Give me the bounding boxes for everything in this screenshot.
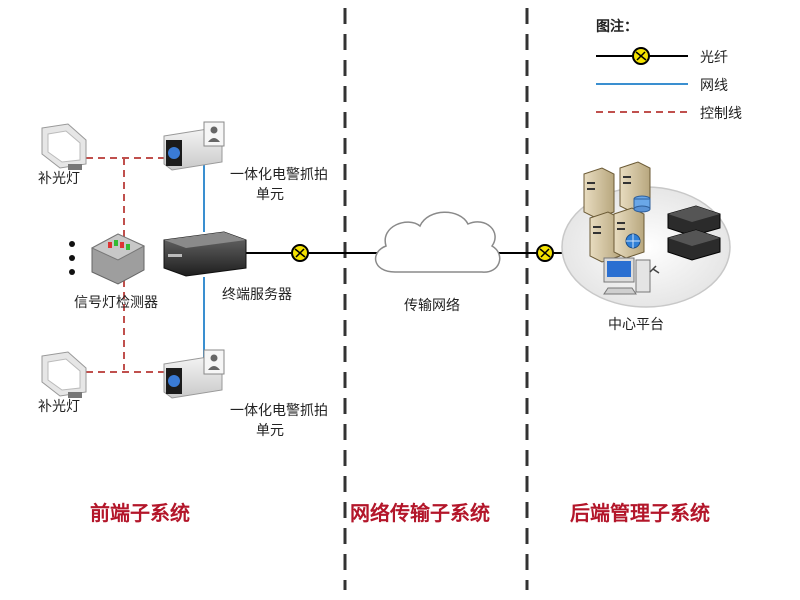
camera-label: 单元 (256, 423, 284, 439)
fill-light-label: 补光灯 (38, 399, 80, 415)
section-title-network: 网络传输子系统 (350, 501, 490, 525)
legend-title: 图注： (596, 19, 638, 35)
signal-detector-icon (90, 233, 146, 285)
legend-label-network: 网线 (700, 78, 728, 94)
transport-network-label: 传输网络 (404, 298, 460, 314)
control-lines (86, 157, 165, 373)
camera-label: 一体化电警抓拍 (230, 167, 328, 183)
section-title-backend: 后端管理子系统 (570, 501, 710, 525)
storage-device-icon (667, 229, 721, 261)
more-dots-icon (69, 241, 75, 275)
signal-detector-label: 信号灯检测器 (74, 295, 158, 311)
fill-light-icon (41, 351, 87, 398)
workstation-icon (603, 257, 660, 295)
fiber-link-front (246, 244, 378, 262)
fill-light-icon (41, 123, 87, 170)
database-icon (633, 195, 651, 213)
camera-label: 单元 (256, 187, 284, 203)
legend-label-fiber: 光纤 (700, 50, 728, 66)
server-tower-icon (613, 207, 645, 259)
fiber-link-back (493, 244, 570, 262)
section-title-front: 前端子系统 (90, 501, 190, 525)
camera-icon (163, 349, 225, 399)
legend-fiber-line (596, 47, 688, 65)
fill-light-label: 补光灯 (38, 171, 80, 187)
server-tower-icon (589, 211, 621, 263)
legend-label-control: 控制线 (700, 106, 742, 122)
cloud-icon (375, 211, 501, 273)
storage-device-icon (667, 205, 721, 237)
center-platform-label: 中心平台 (608, 317, 664, 333)
network-globe-icon (625, 233, 641, 249)
camera-icon (163, 121, 225, 171)
terminal-server-label: 终端服务器 (222, 287, 292, 303)
camera-label: 一体化电警抓拍 (230, 403, 328, 419)
server-tower-icon (583, 167, 615, 219)
server-icon (163, 231, 247, 277)
